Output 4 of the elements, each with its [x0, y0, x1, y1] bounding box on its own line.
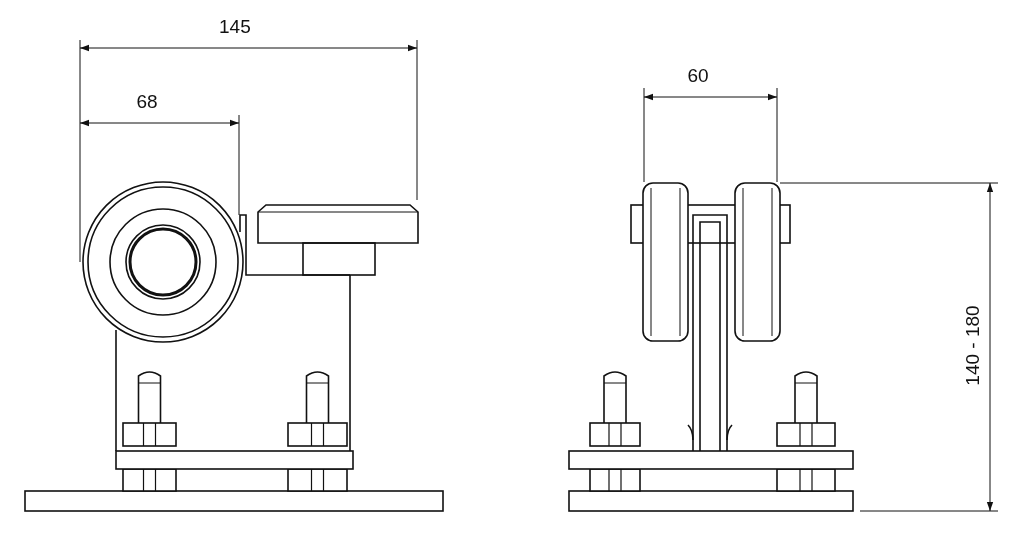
- dimension-value: 60: [687, 65, 709, 85]
- dimension-value: 140 - 180: [962, 304, 982, 386]
- dimension-value: 145: [219, 16, 251, 36]
- dimension-value: 68: [136, 91, 158, 111]
